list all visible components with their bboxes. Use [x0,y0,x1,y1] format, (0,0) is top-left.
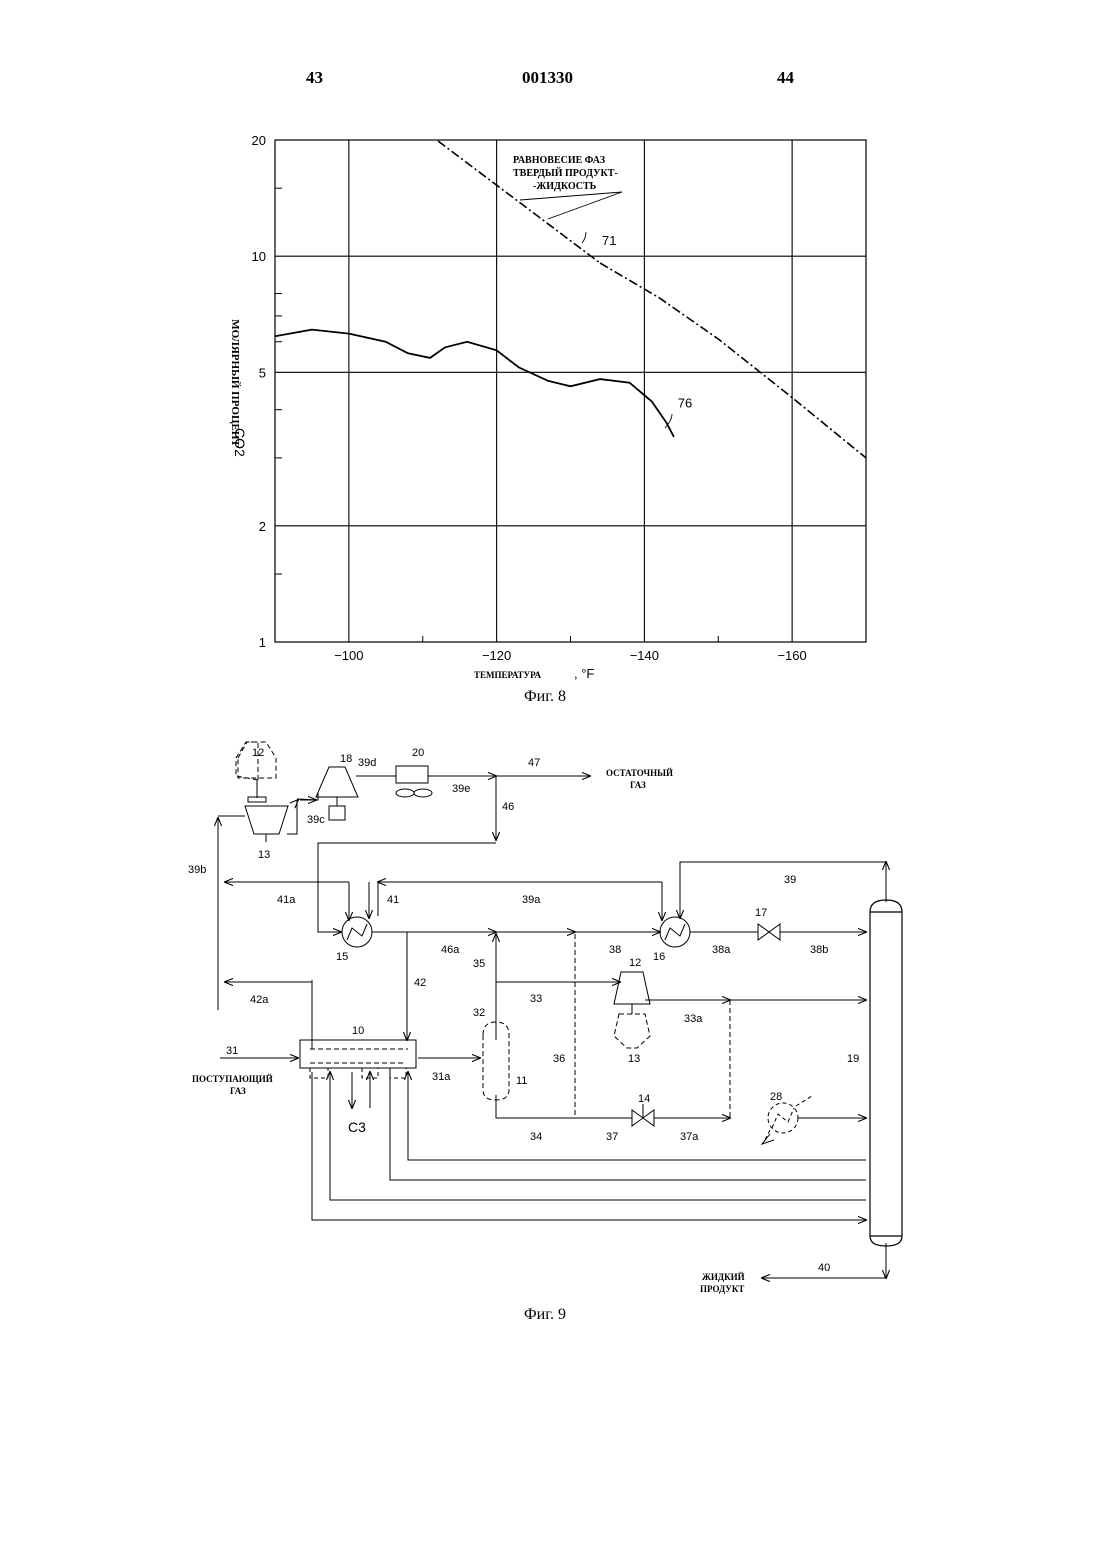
feed-gas-label-1: ПОСТУПАЮЩИЙ [192,1074,273,1084]
exchanger-10 [300,1040,416,1078]
stream-36: 36 [553,1053,565,1065]
stream-31: 31 [226,1045,238,1057]
stream-38a: 38a [712,944,731,956]
column-18 [870,900,902,1246]
residual-gas-label-1: ОСТАТОЧНЫЙ [606,768,673,778]
eq-label-12b: 12 [629,957,641,969]
valve-17 [758,924,780,940]
stream-39e: 39e [452,783,470,795]
stream-42a: 42a [250,994,269,1006]
eq-label-13b: 13 [628,1053,640,1065]
eq-label-19: 18 [340,753,352,765]
stream-31a: 31a [432,1071,451,1083]
figure-9-caption: Фиг. 9 [524,1306,566,1324]
stream-39c: 39c [307,814,325,826]
stream-39b: 39b [188,864,206,876]
stream-40: 40 [818,1262,830,1274]
stream-32: 32 [473,1007,485,1019]
liquid-product-label-2: ПРОДУКТ [700,1284,744,1294]
stream-41a: 41a [277,894,296,906]
eq-label-18: 19 [847,1053,859,1065]
stream-47: 47 [528,757,540,769]
residual-gas-label-2: ГАЗ [630,780,646,790]
exchanger-15 [342,917,372,947]
stream-37a: 37a [680,1131,699,1143]
diagram-text-labels: ОСТАТОЧНЫЙ ГАЗ ПОСТУПАЮЩИЙ ГАЗ ЖИДКИЙ ПР… [192,768,745,1294]
eq-label-20: 20 [412,747,424,759]
valve-14 [632,1104,654,1126]
stream-46: 46 [502,801,514,813]
liquid-product-label-1: ЖИДКИЙ [702,1272,745,1282]
exchanger-28-arrow [762,1134,774,1144]
stream-46a: 46a [441,944,460,956]
process-lines [218,776,886,1278]
eq-label-28: 28 [770,1091,782,1103]
stream-33a: 33a [684,1013,703,1025]
stream-38: 38 [609,944,621,956]
stream-33: 33 [530,993,542,1005]
eq-label-13a: 13 [258,849,270,861]
eq-label-15: 15 [336,951,348,963]
stream-39: 39 [784,874,796,886]
stream-39d: 39d [358,757,376,769]
expander-12-mid [614,972,650,1048]
stream-labels: 39c 39d 39e 47 46 39b 41a 41 39a 39 46a … [188,757,830,1274]
compressor-19 [316,767,358,820]
eq-label-14: 14 [638,1093,650,1105]
eq-label-16: 16 [653,951,665,963]
c3-label: C3 [348,1119,366,1135]
stream-42: 42 [414,977,426,989]
stream-38b: 38b [810,944,828,956]
compressor-13-top [245,806,288,842]
feed-gas-label-2: ГАЗ [230,1086,246,1096]
cooler-20 [396,766,432,797]
stream-39a: 39a [522,894,541,906]
stream-37: 37 [606,1131,618,1143]
exchanger-16 [660,917,690,947]
eq-label-12a: 12 [252,747,264,759]
stream-41: 41 [387,894,399,906]
stream-35: 35 [473,958,485,970]
eq-label-10: 10 [352,1025,364,1037]
stream-34: 34 [530,1131,542,1143]
eq-label-17: 17 [755,907,767,919]
eq-label-11: 11 [516,1075,527,1087]
